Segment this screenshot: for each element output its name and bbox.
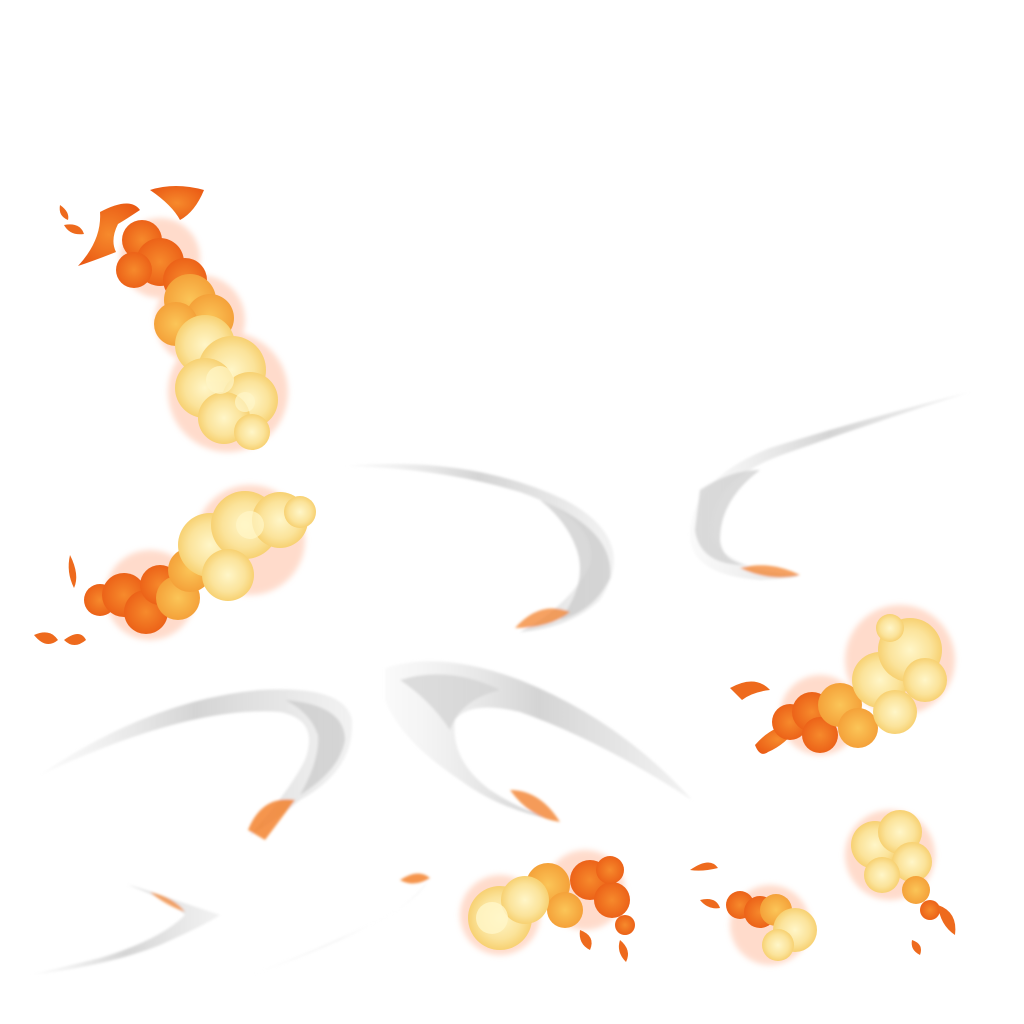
smoke-wisp-right-icon (690, 392, 970, 580)
smoke-arc-middle-icon (385, 661, 692, 822)
smoke-swoosh-small-icon (30, 885, 220, 975)
smoke-swoosh-thin-icon (250, 873, 430, 975)
fire-puff-bottom-icon (460, 850, 635, 962)
smoke-arc-left-icon (40, 689, 353, 840)
fire-plume-right-icon (730, 605, 955, 755)
smoke-wisp-center-icon (345, 463, 614, 632)
fire-plume-horizontal-icon (34, 485, 316, 645)
fire-plume-tall-icon (59, 186, 288, 452)
fire-puff-small-icon (690, 862, 817, 965)
fire-burst-corner-icon (845, 810, 956, 955)
